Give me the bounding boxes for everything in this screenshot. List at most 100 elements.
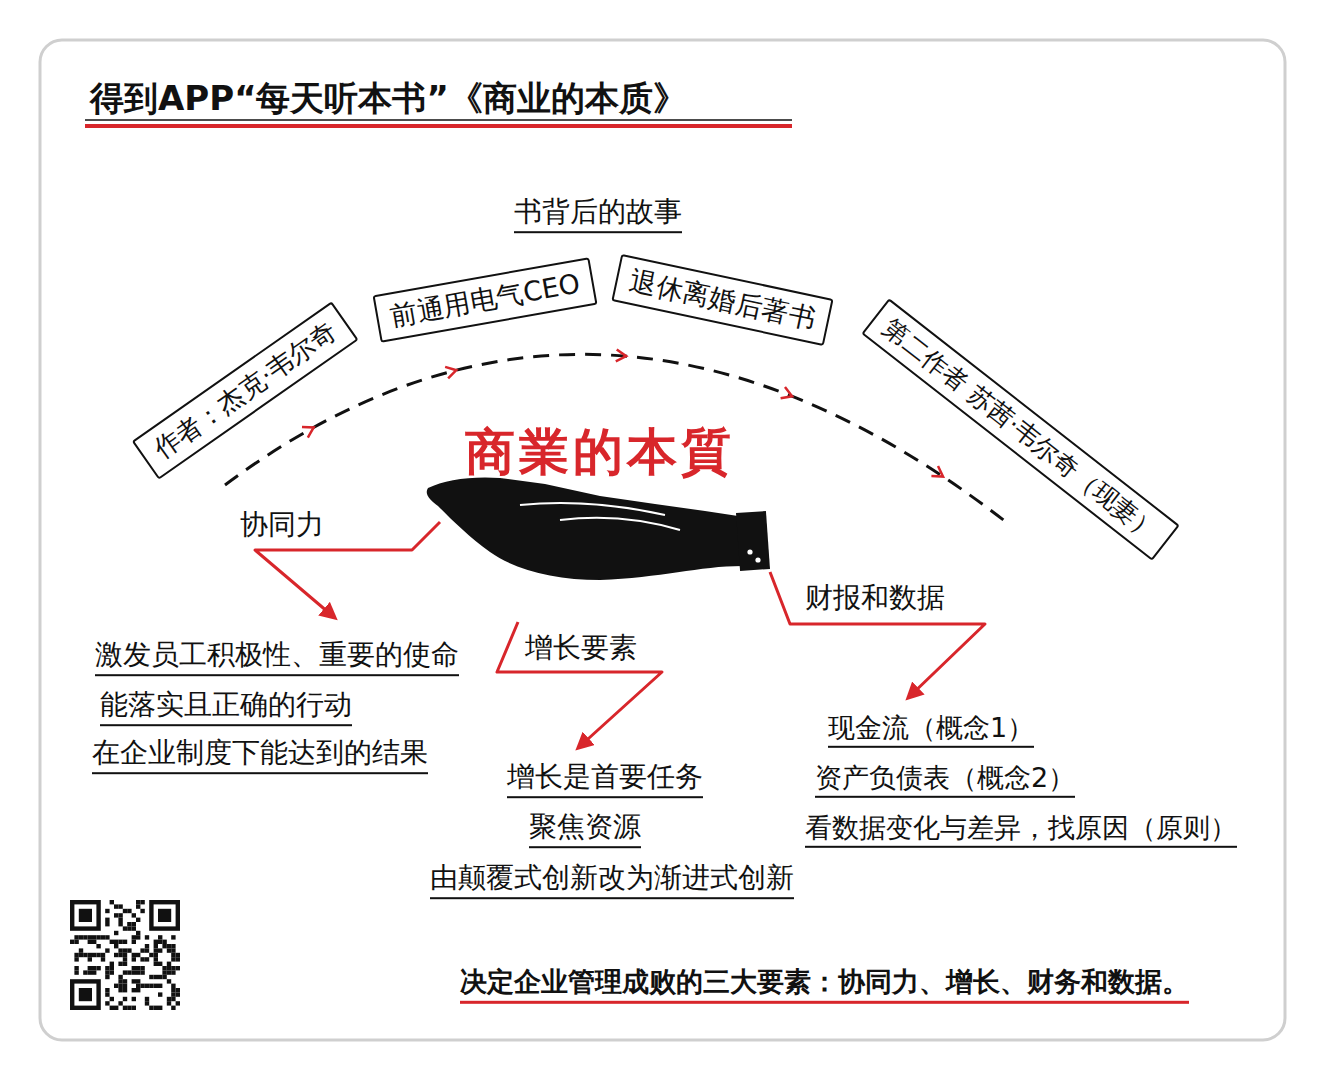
qr-cell <box>118 948 122 952</box>
qr-cell <box>114 904 118 908</box>
arc-arrow-head <box>445 364 458 378</box>
qr-cell <box>158 1006 162 1010</box>
list-item: 激发员工积极性、重要的使命 <box>95 638 459 676</box>
qr-cell <box>118 962 122 966</box>
summary-caption: 决定企业管理成败的三大要素：协同力、增长、财务和数据。 <box>460 966 1189 1004</box>
qr-cell <box>123 909 127 913</box>
qr-cell <box>114 984 118 988</box>
qr-cell <box>154 953 158 957</box>
qr-cell <box>145 957 149 961</box>
qr-cell <box>110 940 114 944</box>
qr-cell <box>171 935 175 939</box>
qr-cell <box>136 900 140 904</box>
hand-illustration <box>427 477 770 580</box>
qr-finder-core <box>158 909 171 922</box>
qr-cell <box>167 948 171 952</box>
list-item: 现金流（概念1） <box>828 712 1034 748</box>
qr-cell <box>154 962 158 966</box>
qr-cell <box>88 940 92 944</box>
qr-cell <box>171 948 175 952</box>
qr-cell <box>101 935 105 939</box>
qr-cell <box>123 940 127 944</box>
qr-cell <box>123 997 127 1001</box>
qr-cell <box>136 979 140 983</box>
qr-cell <box>105 992 109 996</box>
qr-cell <box>132 988 136 992</box>
qr-cell <box>110 970 114 974</box>
qr-cell <box>118 922 122 926</box>
list-item: 能落实且正确的行动 <box>100 688 352 726</box>
qr-cell <box>171 957 175 961</box>
qr-cell <box>123 962 127 966</box>
qr-cell <box>105 935 109 939</box>
qr-cell <box>74 970 78 974</box>
qr-cell <box>167 962 171 966</box>
qr-cell <box>74 935 78 939</box>
qr-cell <box>171 953 175 957</box>
qr-cell <box>79 935 83 939</box>
qr-cell <box>74 957 78 961</box>
qr-cell <box>88 953 92 957</box>
qr-cell <box>83 935 87 939</box>
qr-cell <box>96 953 100 957</box>
qr-cell <box>118 953 122 957</box>
qr-cell <box>145 1001 149 1005</box>
qr-cell <box>158 992 162 996</box>
qr-cell <box>145 997 149 1001</box>
hand-cuff <box>736 511 770 571</box>
qr-cell <box>171 1006 175 1010</box>
qr-cell <box>79 948 83 952</box>
qr-cell <box>158 962 162 966</box>
qr-cell <box>118 984 122 988</box>
qr-cell <box>114 913 118 917</box>
qr-cell <box>136 984 140 988</box>
finger-line <box>520 503 665 515</box>
branch-label: 协同力 <box>240 508 324 542</box>
qr-finder-core <box>79 909 92 922</box>
finger-line <box>560 518 680 530</box>
qr-cell <box>127 926 131 930</box>
list-item: 在企业制度下能达到的结果 <box>92 736 428 774</box>
qr-cell <box>96 944 100 948</box>
qr-cell <box>123 970 127 974</box>
qr-cell <box>105 948 109 952</box>
qr-cell <box>118 975 122 979</box>
qr-cell <box>167 970 171 974</box>
qr-cell <box>118 904 122 908</box>
qr-cell <box>132 926 136 930</box>
qr-cell <box>110 962 114 966</box>
qr-cell <box>74 953 78 957</box>
qr-finder <box>72 981 98 1007</box>
branch-arrow <box>497 622 662 748</box>
qr-cell <box>158 935 162 939</box>
qr-cell <box>110 966 114 970</box>
qr-cell <box>145 935 149 939</box>
qr-cell <box>162 970 166 974</box>
qr-cell <box>114 1006 118 1010</box>
qr-cell <box>167 966 171 970</box>
qr-cell <box>140 970 144 974</box>
qr-cell <box>171 966 175 970</box>
qr-cell <box>171 984 175 988</box>
qr-cell <box>132 1006 136 1010</box>
qr-cell <box>92 935 96 939</box>
qr-cell <box>83 953 87 957</box>
qr-cell <box>118 913 122 917</box>
qr-cell <box>105 909 109 913</box>
qr-cell <box>105 966 109 970</box>
qr-cell <box>70 940 74 944</box>
qr-cell <box>171 944 175 948</box>
center-seal-title: 商業的本質 <box>465 422 735 482</box>
qr-cell <box>114 953 118 957</box>
qr-cell <box>149 984 153 988</box>
arc-arrow-head <box>616 349 627 362</box>
qr-cell <box>136 953 140 957</box>
qr-cell <box>132 997 136 1001</box>
qr-cell <box>176 988 180 992</box>
qr-cell <box>136 904 140 908</box>
qr-cell <box>74 940 78 944</box>
qr-cell <box>158 948 162 952</box>
qr-cell <box>136 935 140 939</box>
qr-cell <box>145 948 149 952</box>
